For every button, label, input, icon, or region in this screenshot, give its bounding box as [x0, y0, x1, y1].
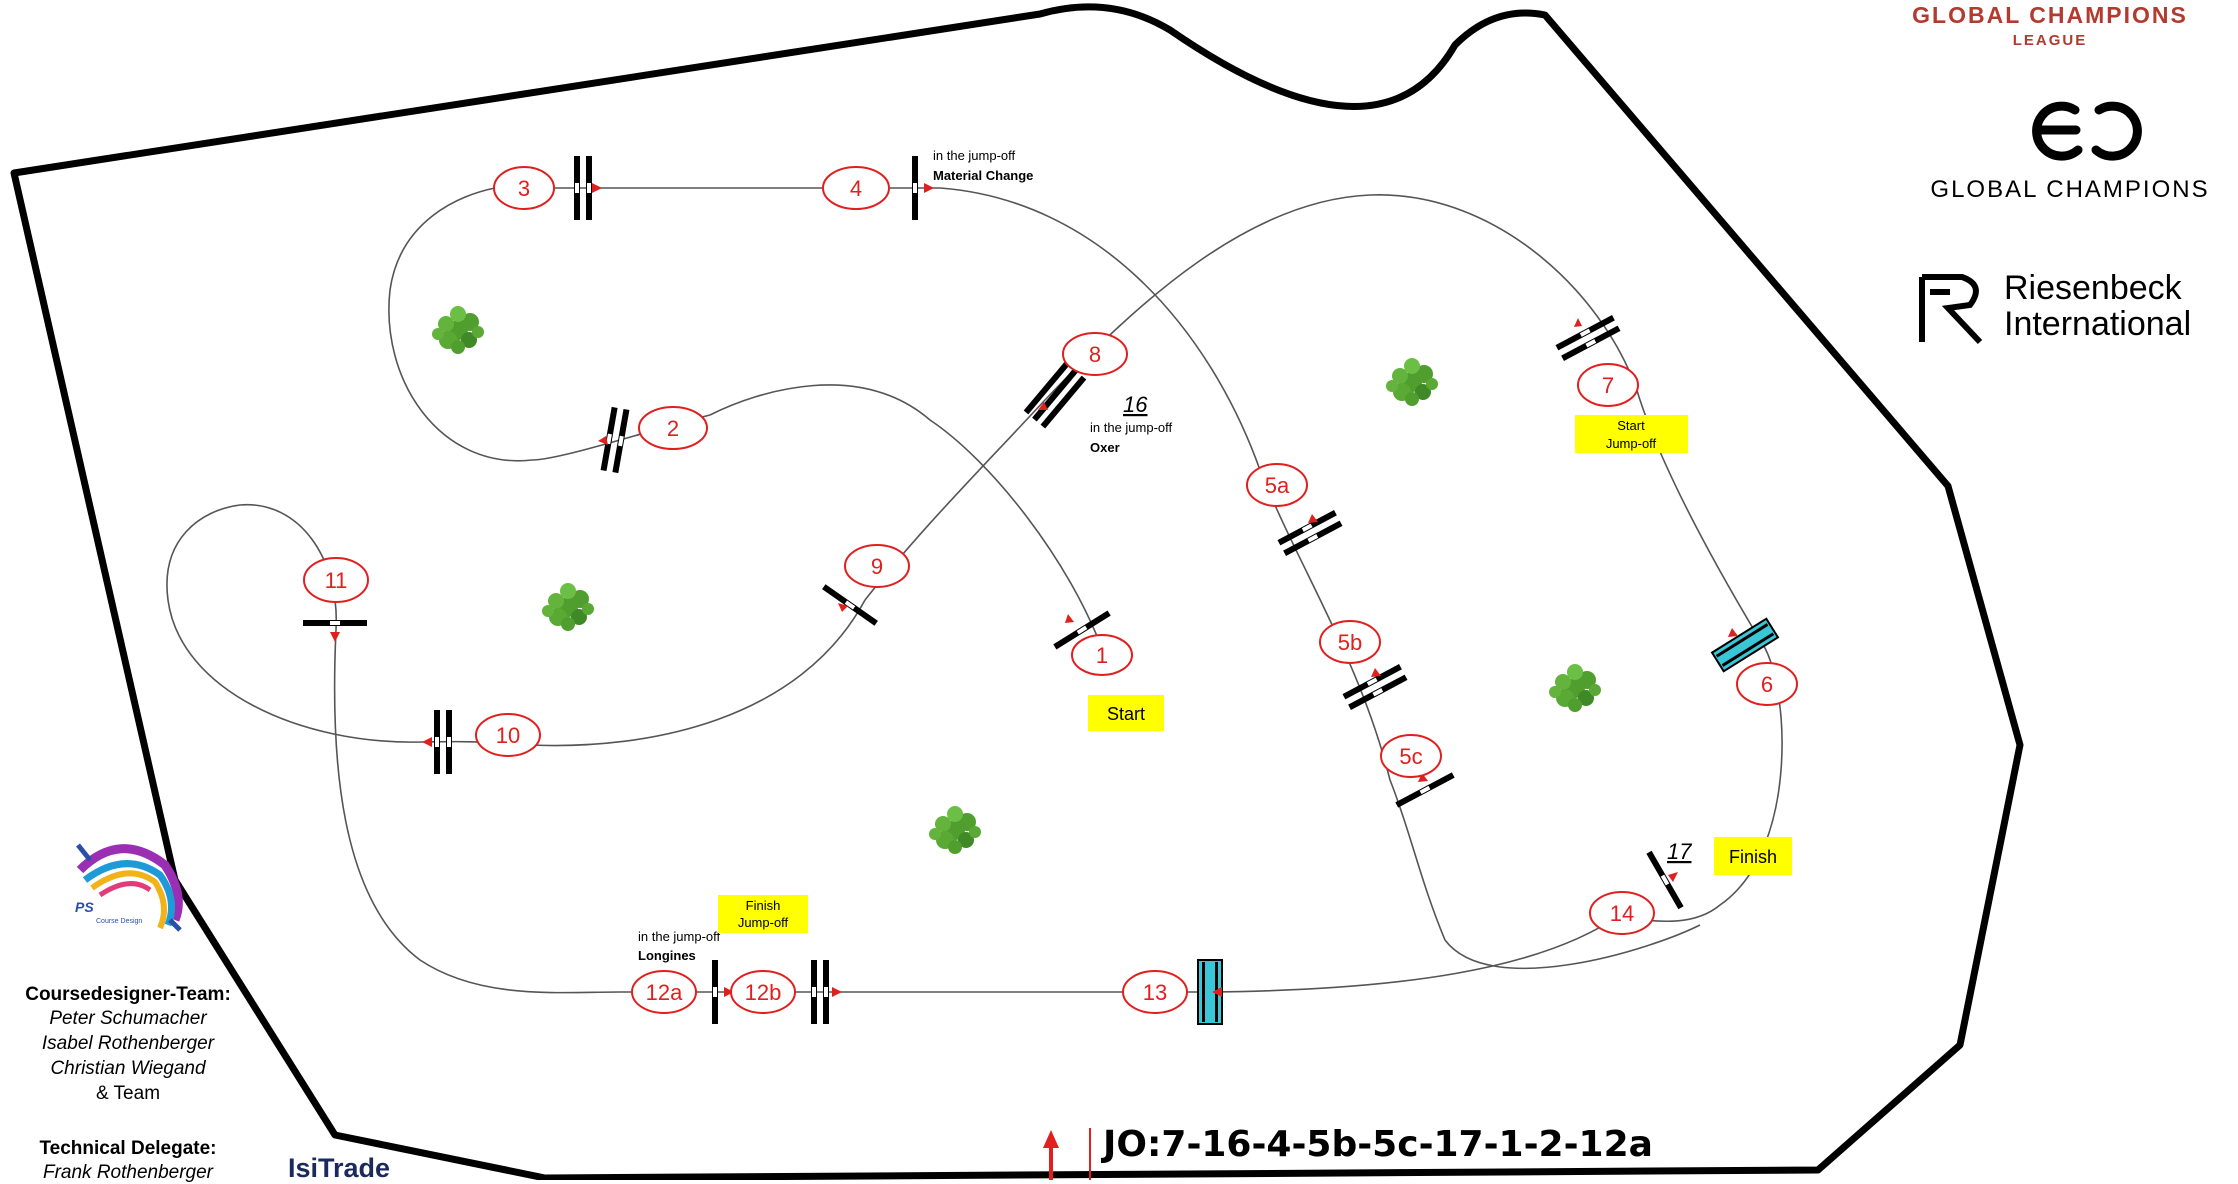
number-oval-1: [1071, 634, 1133, 676]
fence-7: [1555, 315, 1621, 361]
number-oval-2: [638, 406, 708, 450]
number-oval-3: [493, 166, 555, 210]
jump-number-6: 6: [1761, 672, 1773, 697]
isitrade-logo: IsiTrade: [288, 1153, 391, 1183]
td-heading: Technical Delegate:: [39, 1138, 217, 1159]
number-oval-4: [822, 166, 890, 210]
league-title: GLOBAL CHAMPIONS: [1912, 2, 2188, 28]
jump-number-13: 13: [1143, 980, 1167, 1005]
fence-12a: [712, 960, 718, 1024]
league-subtitle: LEAGUE: [2012, 32, 2088, 49]
svg-text:Start: Start: [1107, 704, 1145, 724]
designer-heading: Coursedesigner-Team:: [25, 984, 231, 1005]
fences: [303, 156, 1780, 1025]
jump-number-14: 14: [1610, 901, 1634, 926]
note-longines: Longines: [638, 948, 696, 963]
jump-number-5a: 5a: [1265, 473, 1290, 498]
number-oval-7: [1577, 363, 1639, 407]
svg-text:Finish: Finish: [1729, 847, 1777, 867]
td-name: Frank Rothenberger: [42, 1162, 214, 1183]
jump-number-9: 9: [871, 554, 883, 579]
jump-number-10: 10: [496, 723, 520, 748]
note-oxer: Oxer: [1090, 440, 1120, 455]
riding-track: [166, 187, 1783, 994]
number-oval-10: [475, 713, 541, 757]
number-oval-11: [303, 557, 369, 603]
direction-arrows: [330, 183, 1738, 997]
jump-off-arrow-legend: [1043, 1128, 1091, 1180]
bush-icon: [432, 306, 484, 354]
number-oval-5b: [1319, 620, 1381, 664]
arena-outline: [10, 3, 2024, 1180]
sponsor-name-line1: Riesenbeck: [2004, 269, 2182, 307]
riesenbeck-logo-icon: [1919, 274, 1983, 345]
number-oval-13: [1122, 970, 1188, 1014]
ps-course-design-logo: PS Course Design: [75, 843, 183, 932]
start-jump-off-marker: Start Jump-off: [1575, 415, 1688, 453]
number-oval-12a: [631, 970, 697, 1014]
jump-number-5c: 5c: [1399, 744, 1422, 769]
jump-number-12a: 12a: [646, 980, 683, 1005]
jump-number-7: 7: [1602, 373, 1614, 398]
bush-icon: [1549, 664, 1601, 712]
svg-text:Jump-off: Jump-off: [1606, 436, 1657, 451]
note-jump-off-16: in the jump-off: [1090, 420, 1173, 435]
number-oval-6: [1736, 662, 1798, 706]
jump-number-5b: 5b: [1338, 630, 1362, 655]
fence-6-water: [1710, 617, 1780, 673]
tour-name: GLOBAL CHAMPIONS: [1930, 176, 2210, 203]
note-jump-off-4: in the jump-off: [933, 148, 1016, 163]
jump-number-11: 11: [325, 568, 348, 593]
svg-text:Course Design: Course Design: [96, 918, 142, 925]
number-oval-14: [1589, 891, 1655, 935]
designer-name: Isabel Rothenberger: [41, 1033, 215, 1054]
bush-icon: [1386, 358, 1438, 406]
jump-number-1: 1: [1096, 643, 1108, 668]
designer-name: Peter Schumacher: [49, 1008, 207, 1029]
sponsor-name-line2: International: [2004, 305, 2192, 343]
svg-text:PS: PS: [75, 899, 94, 915]
start-marker: Start: [1088, 695, 1164, 731]
number-oval-5c: [1380, 734, 1442, 778]
svg-text:Start: Start: [1617, 418, 1645, 433]
gc-logo-icon: [2032, 101, 2142, 161]
fence-4: [912, 156, 918, 220]
number-oval-8: [1062, 332, 1128, 376]
number-oval-12b: [730, 970, 796, 1014]
svg-text:Finish: Finish: [746, 898, 781, 913]
designer-name: Christian Wiegand: [50, 1058, 206, 1079]
jump-off-number-16: 16: [1123, 392, 1148, 417]
finish-jump-off-marker: Finish Jump-off: [718, 895, 808, 933]
bush-icon: [542, 583, 594, 631]
fence-9: [822, 584, 878, 626]
finish-marker: Finish: [1714, 837, 1792, 875]
designer-team: & Team: [95, 1083, 161, 1104]
bush-icon: [929, 806, 981, 854]
number-oval-9: [844, 544, 910, 588]
note-material-change: Material Change: [933, 168, 1033, 183]
jump-number-2: 2: [667, 416, 679, 441]
svg-text:Jump-off: Jump-off: [738, 915, 789, 930]
jump-number-3: 3: [518, 176, 530, 201]
jump-number-8: 8: [1089, 342, 1101, 367]
jump-off-number-17: 17: [1667, 839, 1692, 864]
fence-11: [303, 620, 367, 626]
jump-number-4: 4: [850, 176, 862, 201]
jump-off-sequence: JO:7-16-4-5b-5c-17-1-2-12a: [1100, 1124, 1653, 1165]
note-jump-off-12a: in the jump-off: [638, 929, 721, 944]
number-oval-5a: [1246, 463, 1308, 507]
jump-number-12b: 12b: [745, 980, 782, 1005]
